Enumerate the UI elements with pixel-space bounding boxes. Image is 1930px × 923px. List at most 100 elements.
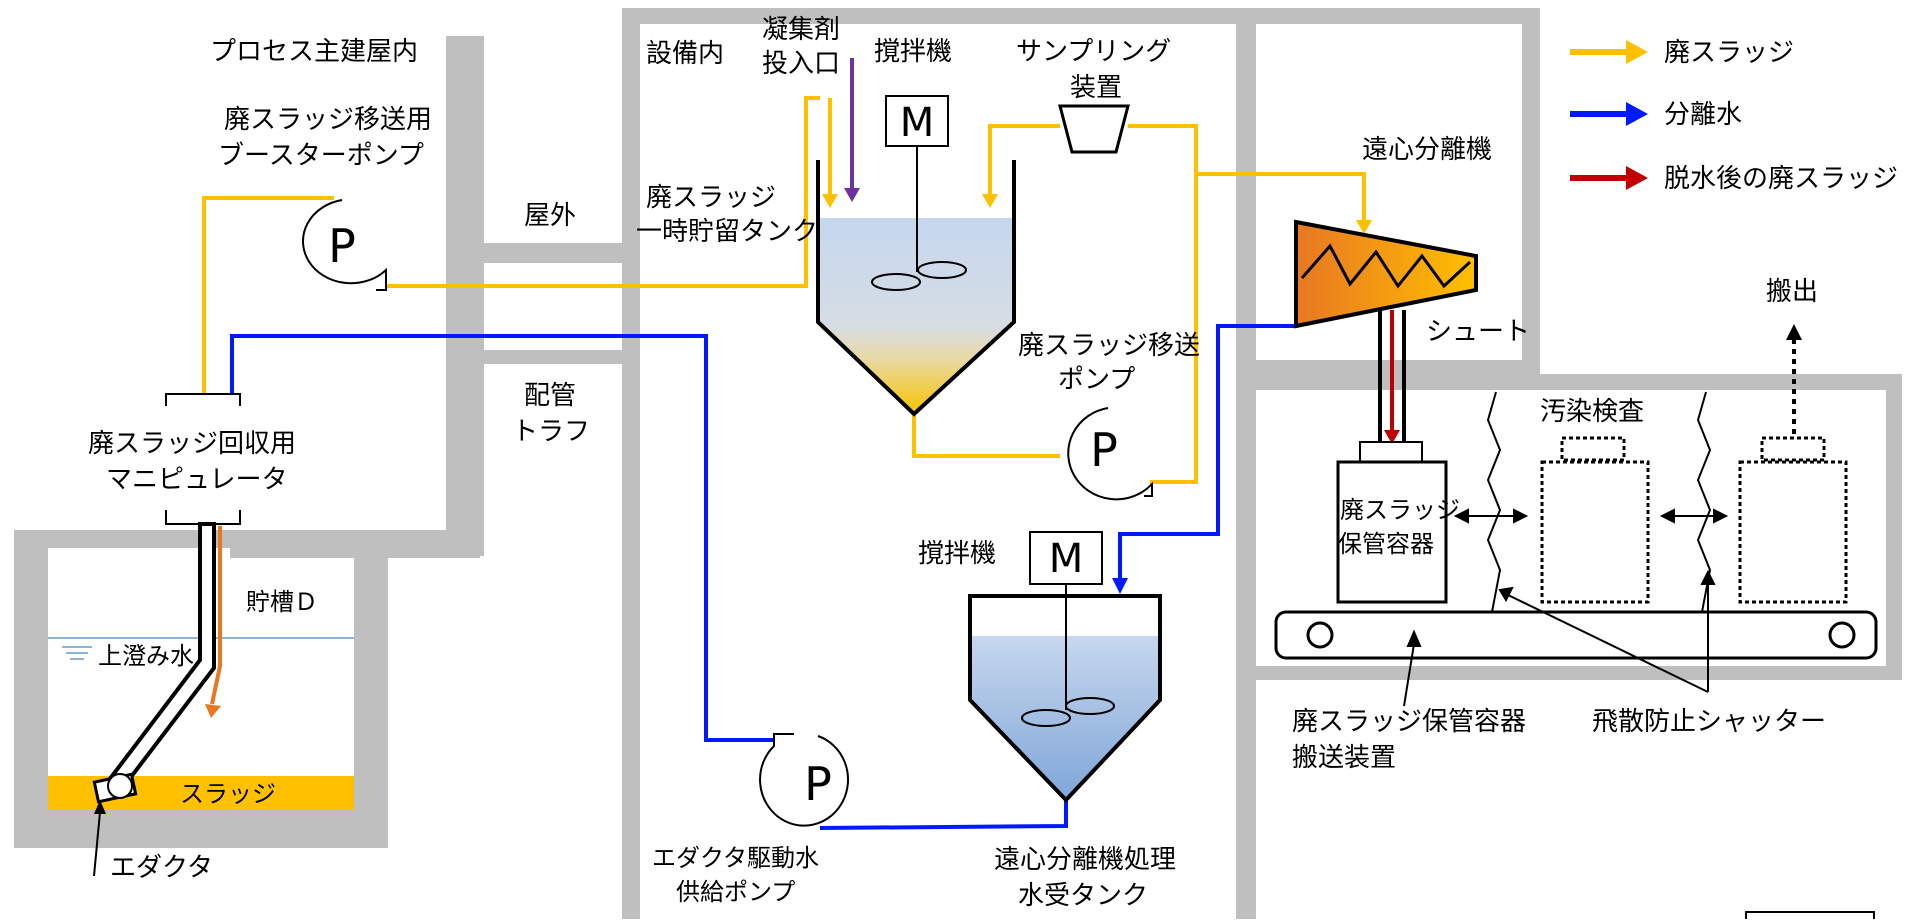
container-area-floor	[1236, 666, 1902, 680]
svg-text:M: M	[900, 100, 935, 146]
trough-top-wall	[484, 243, 624, 263]
conveyor-belt	[1274, 610, 1878, 660]
label-water-tank-2: 水受タンク	[1018, 881, 1148, 911]
label-eductor-pump-1: エダクタ駆動水	[652, 844, 819, 872]
label-container-2: 保管容器	[1338, 530, 1434, 558]
shutters	[1486, 391, 1712, 613]
label-transfer-pump-2: ポンプ	[1058, 365, 1135, 395]
water-tank-shell	[968, 594, 1162, 803]
impeller	[871, 273, 921, 291]
centrifuge-room-floor	[1236, 360, 1540, 374]
label-container-1: 廃スラッジ	[1340, 496, 1460, 524]
svg-text:M: M	[1049, 536, 1084, 582]
label-supernatant: 上澄み水	[98, 642, 194, 670]
water-arrowhead	[1112, 578, 1128, 594]
water-tank-contents	[970, 636, 1160, 800]
tank-roof-wall	[230, 530, 480, 558]
label-outdoor: 屋外	[524, 201, 576, 231]
sludge-pipe-to-temp-tank	[386, 96, 820, 288]
mixer-motor-bottom	[1029, 531, 1103, 585]
legend-sludge: 廃スラッジ	[1664, 38, 1794, 68]
centrifuge	[1294, 219, 1478, 444]
label-storage-tank-d: 貯槽Ｄ	[246, 588, 318, 616]
label-temp-tank-1: 廃スラッジ	[646, 183, 776, 213]
container-carry-out	[1738, 460, 1848, 604]
label-process-building: プロセス主建屋内	[210, 37, 418, 67]
label-equipment-room: 設備内	[646, 39, 724, 69]
label-conveyor-1: 廃スラッジ保管容器	[1292, 707, 1526, 737]
leader-lines	[1403, 569, 1716, 707]
label-chute: シュート	[1426, 317, 1530, 347]
eductor-line	[210, 526, 222, 705]
label-manipulator-2: マニピュレータ	[106, 465, 287, 495]
process-building-wall	[446, 36, 484, 556]
water-receiving-tank: M	[968, 531, 1162, 803]
tank-floor-wall	[14, 810, 388, 848]
booster-pump: P	[302, 199, 387, 291]
legend: 廃スラッジ 分離水 脱水後の廃スラッジ	[1570, 38, 1898, 194]
sludge-pipe-to-centrifuge	[1196, 172, 1366, 222]
legend-dewatered-sludge: 脱水後の廃スラッジ	[1664, 164, 1898, 194]
container-area-right-wall	[1886, 374, 1902, 676]
mixer-motor-top	[885, 95, 949, 147]
water-pipe-to-eductor-pump	[230, 334, 774, 742]
temp-tank-shell	[816, 160, 1016, 417]
temp-storage-tank: M	[816, 95, 1016, 417]
label-carry-out: 搬出	[1766, 277, 1818, 307]
container-at-inspection	[1540, 460, 1650, 604]
label-trough-2: トラフ	[512, 417, 590, 447]
sampling-device	[1058, 104, 1130, 154]
label-mixer-bottom: 撹拌機	[918, 539, 996, 569]
sludge-pipe-tank-to-pump	[912, 414, 1060, 458]
label-coagulant-2: 投入口	[762, 49, 840, 79]
legend-separated-water: 分離水	[1664, 100, 1742, 130]
label-shutter: 飛散防止シャッター	[1592, 707, 1826, 737]
label-temp-tank-2: 一時貯留タンク	[636, 217, 818, 247]
booster-pump-symbol: P	[328, 219, 356, 273]
corner-box	[1745, 911, 1875, 919]
label-sampling-2: 装置	[1070, 73, 1122, 103]
water-pipe-tank-to-pump	[819, 800, 1068, 830]
label-eductor: エダクタ	[110, 853, 213, 883]
label-coagulant-1: 凝集剤	[762, 15, 840, 45]
tank-left-wall	[14, 530, 48, 848]
label-inspection: 汚染検査	[1540, 397, 1644, 427]
centrifuge-room-right-wall	[1522, 8, 1540, 374]
eductor-pump: P	[759, 733, 850, 827]
sludge-pipe-return	[988, 124, 1060, 194]
label-mixer-top: 撹拌機	[874, 37, 952, 67]
equipment-room-right-wall	[1236, 8, 1256, 919]
label-booster-pump-1: 廃スラッジ移送用	[224, 105, 432, 135]
equipment-room-left-wall	[622, 8, 640, 919]
centrifuge-screw	[1300, 243, 1472, 289]
sludge-pipes	[202, 96, 1366, 484]
storage-container	[1336, 460, 1448, 604]
shutter-right	[1696, 391, 1712, 613]
trough-bottom-wall	[484, 350, 624, 364]
double-arrows	[1453, 508, 1729, 524]
separated-water-pipes	[230, 324, 1298, 830]
label-sampling-1: サンプリング	[1016, 37, 1171, 67]
label-centrifuge: 遠心分離機	[1362, 135, 1492, 165]
label-eductor-pump-2: 供給ポンプ	[676, 878, 795, 906]
label-conveyor-2: 搬送装置	[1292, 743, 1396, 773]
equipment-room-top-wall	[622, 8, 1250, 24]
manipulator	[92, 393, 241, 877]
conveyor	[1274, 610, 1878, 660]
arrowheads-sludge	[822, 194, 1372, 234]
eductor-pump-symbol: P	[804, 757, 832, 811]
label-trough-1: 配管	[524, 381, 576, 411]
sludge-pipe-to-booster	[202, 196, 334, 394]
label-water-tank-1: 遠心分離機処理	[994, 845, 1176, 875]
sludge-pipe-pump-up	[1128, 124, 1198, 484]
transfer-pump: P	[1067, 407, 1153, 501]
water-pipe-centrifuge-to-tank	[1118, 324, 1298, 580]
shutter-left	[1486, 391, 1502, 613]
transfer-pump-symbol: P	[1090, 423, 1118, 477]
containers	[1336, 436, 1848, 604]
label-manipulator-1: 廃スラッジ回収用	[88, 429, 296, 459]
label-transfer-pump-1: 廃スラッジ移送	[1018, 331, 1200, 361]
centrifuge-body	[1294, 219, 1478, 329]
